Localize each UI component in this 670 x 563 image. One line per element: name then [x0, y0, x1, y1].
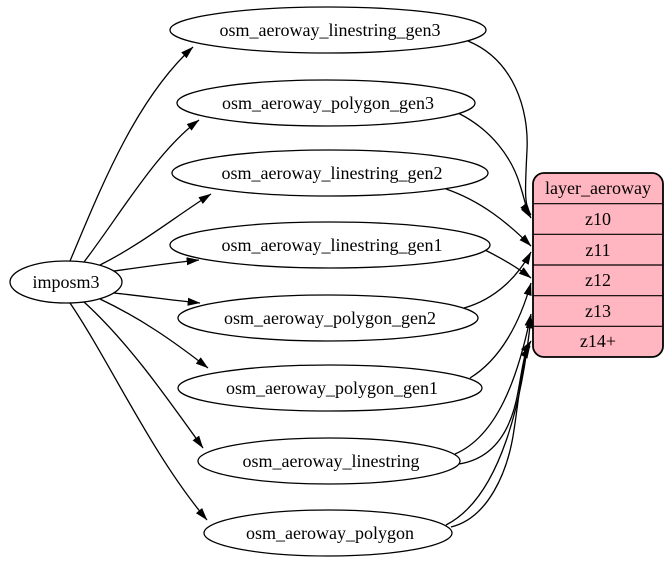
- edge-osm-aeroway-polygon-gen1-to-z12: [469, 282, 532, 379]
- table-ellipse: [171, 149, 489, 197]
- record-row-z10: z10: [585, 209, 611, 229]
- imposm3-ellipse: [9, 260, 123, 304]
- node-osm-aeroway-polygon-gen2: osm_aeroway_polygon_gen2: [177, 294, 479, 342]
- record-row-z12: z12: [585, 270, 611, 290]
- edge-osm-aeroway-polygon-to-z13: [445, 315, 534, 526]
- table-label: osm_aeroway_linestring_gen1: [222, 235, 443, 255]
- node-osm-aeroway-linestring: osm_aeroway_linestring: [197, 437, 461, 485]
- table-label: osm_aeroway_linestring: [243, 451, 420, 471]
- table-ellipse: [176, 79, 476, 127]
- table-ellipse: [197, 437, 461, 485]
- table-label: osm_aeroway_polygon_gen3: [222, 93, 434, 113]
- edge-imposm3-to-osm-aeroway-linestring-gen3: [69, 46, 194, 262]
- node-imposm3: imposm3: [9, 260, 123, 304]
- table-ellipse: [169, 6, 487, 54]
- edge-osm-aeroway-polygon-to-z14plus: [450, 345, 531, 528]
- table-ellipse: [169, 221, 491, 269]
- table-ellipse: [177, 364, 483, 412]
- edge-imposm3-to-osm-aeroway-polygon-gen2: [113, 292, 201, 306]
- edge-layer: [69, 40, 534, 528]
- table-label: osm_aeroway_polygon_gen1: [226, 378, 438, 398]
- node-osm-aeroway-linestring-gen3: osm_aeroway_linestring_gen3: [169, 6, 487, 54]
- edge-imposm3-to-osm-aeroway-polygon: [69, 302, 208, 521]
- table-label: osm_aeroway_linestring_gen2: [222, 163, 443, 183]
- edge-osm-aeroway-polygon-gen2-to-z11: [463, 251, 532, 309]
- edge-imposm3-to-osm-aeroway-polygon-gen3: [83, 119, 200, 263]
- table-label: osm_aeroway_polygon_gen2: [224, 308, 436, 328]
- edge-imposm3-to-osm-aeroway-linestring: [83, 301, 204, 449]
- edge-osm-aeroway-linestring-gen2-to-z11: [445, 188, 532, 247]
- edge-imposm3-to-osm-aeroway-polygon-gen1: [99, 298, 209, 369]
- edge-imposm3-to-osm-aeroway-linestring-gen2: [99, 193, 212, 266]
- table-ellipse: [177, 294, 479, 342]
- node-osm-aeroway-linestring-gen1: osm_aeroway_linestring_gen1: [169, 221, 491, 269]
- edge-imposm3-to-osm-aeroway-linestring-gen1: [113, 257, 200, 272]
- edge-osm-aeroway-linestring-gen1-to-z12: [484, 249, 532, 279]
- edge-osm-aeroway-linestring-gen3-to-z10: [467, 40, 532, 216]
- layer-aeroway-title: layer_aeroway: [545, 178, 651, 198]
- imposm3-label: imposm3: [32, 272, 99, 292]
- node-layer-aeroway: layer_aeroway z10 z11 z12 z13 z14+: [532, 172, 664, 358]
- record-row-z13: z13: [585, 301, 611, 321]
- record-row-z11: z11: [585, 240, 610, 260]
- table-label: osm_aeroway_linestring_gen3: [220, 20, 441, 40]
- node-osm-aeroway-polygon-gen3: osm_aeroway_polygon_gen3: [176, 79, 476, 127]
- table-ellipse: [203, 509, 453, 557]
- table-label: osm_aeroway_polygon: [246, 523, 414, 543]
- record-row-z14plus: z14+: [580, 331, 616, 351]
- node-osm-aeroway-polygon-gen1: osm_aeroway_polygon_gen1: [177, 364, 483, 412]
- node-osm-aeroway-linestring-gen2: osm_aeroway_linestring_gen2: [171, 149, 489, 197]
- edge-osm-aeroway-polygon-gen3-to-z10: [457, 112, 532, 219]
- node-osm-aeroway-polygon: osm_aeroway_polygon: [203, 509, 453, 557]
- edge-osm-aeroway-linestring-to-z13: [454, 313, 533, 455]
